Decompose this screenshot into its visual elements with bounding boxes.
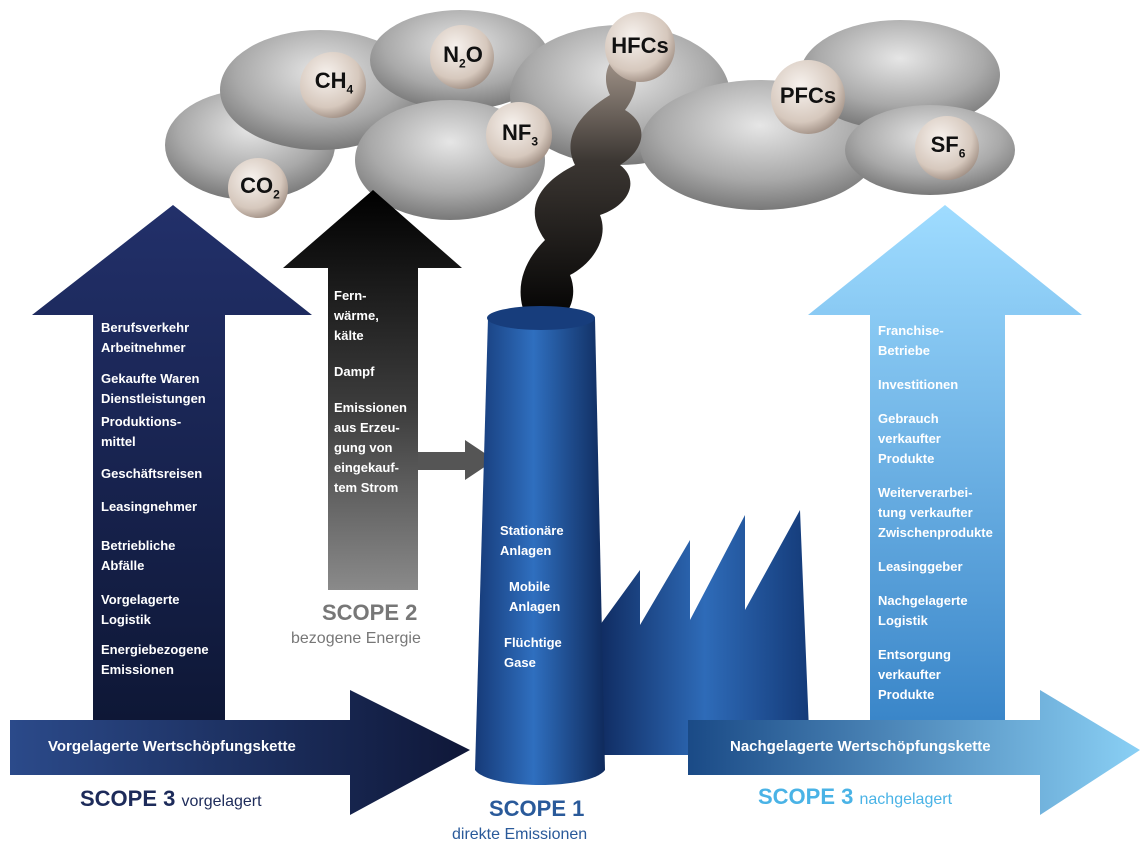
gas-ball-pfcs	[771, 60, 845, 134]
scope3-down-item: Leasinggeber	[878, 559, 963, 574]
chimney-top	[487, 306, 595, 330]
scope3-up-chain-label: Vorgelagerte Wertschöpfungskette	[48, 738, 296, 755]
gas-label-pfcs: PFCs	[779, 83, 837, 108]
gas-ball-co2	[228, 158, 288, 218]
scope3-down-chain-label: Nachgelagerte Wertschöpfungskette	[730, 738, 991, 755]
gas-label-sf6: SF6	[930, 132, 966, 161]
gas-label-nf3: NF3	[501, 120, 538, 149]
factory-building	[600, 510, 810, 755]
scope2-arrow	[283, 190, 462, 590]
smoke-plume	[520, 50, 642, 330]
scope3-down-item: Investitionen	[878, 377, 959, 392]
chimney	[475, 308, 605, 785]
gas-ball-sf6	[915, 116, 979, 180]
scope3-up-item: Produktions-mittel	[101, 414, 182, 449]
scope3-up-item: Geschäftsreisen	[101, 466, 203, 481]
scope3-up-arrow	[32, 205, 312, 720]
scope3-up-chain-arrow	[10, 690, 470, 815]
scope2-to-scope1-arrow	[418, 440, 495, 480]
scope3-down-chain-arrow	[688, 690, 1140, 815]
scope3-up-title: SCOPE 3 vorgelagert	[80, 786, 262, 811]
gas-ball-ch4	[300, 52, 366, 118]
scope3-up-subtitle: vorgelagert	[181, 793, 262, 810]
gas-label-co2: CO2	[240, 173, 280, 202]
scope3-down-title: SCOPE 3 nachgelagert	[758, 784, 953, 809]
scope3-down-subtitle: nachgelagert	[859, 791, 953, 808]
scope2-title: SCOPE 2	[322, 600, 418, 625]
cloud-layer	[165, 10, 1015, 220]
scope2-item: Dampf	[334, 364, 375, 379]
scope3-up-item: Leasingnehmer	[101, 499, 198, 514]
gas-label-n2o: N2O	[443, 42, 483, 71]
scope3-down-item: Franchise-Betriebe	[878, 323, 944, 358]
gas-ball-n2o	[430, 25, 494, 89]
gas-label-hfcs: HFCs	[611, 33, 669, 58]
scope2-subtitle: bezogene Energie	[291, 630, 421, 647]
cloud	[800, 20, 1000, 130]
gas-ball-hfcs	[605, 12, 675, 82]
scope3-down-arrow	[808, 205, 1082, 720]
scope1-title: SCOPE 1	[489, 796, 585, 821]
scope3-down-items: Franchise-Betriebe Investitionen Gebrauc…	[878, 321, 1018, 705]
scope1-subtitle: direkte Emissionen	[452, 826, 588, 843]
gas-label-ch4: CH4	[314, 68, 354, 97]
gas-ball-nf3	[486, 102, 552, 168]
scope2-item: Fern-wärme,kälte	[334, 288, 379, 343]
smoke	[520, 50, 642, 330]
gas-balls	[228, 12, 979, 218]
